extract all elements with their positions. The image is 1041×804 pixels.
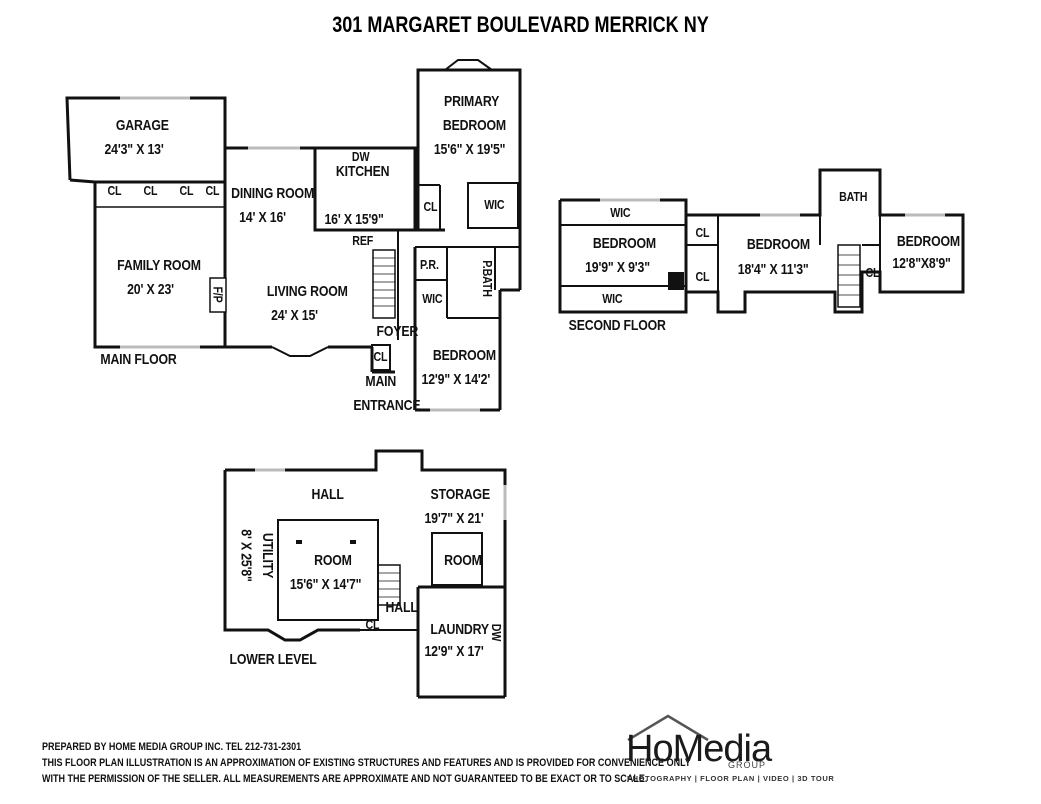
second-bedroom1-label: BEDROOM xyxy=(592,235,657,252)
second-bedroom2-dims: 18'4" X 11'3" xyxy=(737,261,809,278)
primary-bedroom-dims: 15'6" X 19'5" xyxy=(433,141,506,158)
second-bedroom3-dims: 12'8"X8'9" xyxy=(892,255,951,272)
closet-label: CL xyxy=(143,183,158,198)
second-floor-label: SECOND FLOOR xyxy=(568,317,666,334)
bedroom-dims: 12'9" X 14'2' xyxy=(421,371,491,388)
kitchen-dims: 16' X 15'9" xyxy=(324,211,384,228)
logo-wordmark: HoMedia xyxy=(626,728,772,770)
second-wic-top-label: WIC xyxy=(610,205,631,220)
primary-bedroom-label: PRIMARY xyxy=(444,93,500,110)
primary-bedroom-label-2: BEDROOM xyxy=(442,117,507,134)
second-closet-c-label: CL xyxy=(865,265,880,280)
primary-bedroom-walls xyxy=(416,68,522,290)
second-wic-bottom-label: WIC xyxy=(602,291,623,306)
logo-tagline: PHOTOGRAPHY | FLOOR PLAN | VIDEO | 3D TO… xyxy=(627,774,835,783)
powder-room-label: P.R. xyxy=(420,257,439,272)
storage-dims: 19'7" X 21' xyxy=(424,510,484,527)
lower-room-label: ROOM xyxy=(314,552,352,569)
lower-dw-label: DW xyxy=(489,623,505,642)
second-closet-b-label: CL xyxy=(695,269,710,284)
lower-hall-label: HALL xyxy=(311,486,344,503)
foyer-label: FOYER xyxy=(376,323,419,340)
garage-walls xyxy=(65,96,227,181)
footer-disclaimer-2: WITH THE PERMISSION OF THE SELLER. ALL M… xyxy=(42,773,648,785)
kitchen-label: KITCHEN xyxy=(335,163,390,180)
dining-room-dims: 14' X 16' xyxy=(239,209,286,226)
garage-label: GARAGE xyxy=(115,117,169,134)
utility-dims: 8' X 25'8" xyxy=(237,529,255,582)
primary-wic-label: WIC xyxy=(484,197,505,212)
second-bedroom2-label: BEDROOM xyxy=(746,236,811,253)
bedroom-wic-label: WIC xyxy=(422,291,443,306)
primary-bath-label: P.BATH xyxy=(479,260,495,297)
lower-level-label: LOWER LEVEL xyxy=(229,651,317,668)
living-room-label: LIVING ROOM xyxy=(266,283,348,300)
fireplace-box xyxy=(209,277,227,313)
storage-label: STORAGE xyxy=(430,486,491,503)
utility-label: UTILITY xyxy=(259,532,277,579)
bedroom-label: BEDROOM xyxy=(432,347,497,364)
laundry-label: LAUNDRY xyxy=(430,621,489,638)
lower-room-dims: 15'6" X 14'7" xyxy=(289,576,362,593)
main-entrance-label-2: ENTRANCE xyxy=(353,397,421,414)
family-room-dims: 20' X 23' xyxy=(127,281,174,298)
second-bedroom1-dims: 19'9" X 9'3" xyxy=(585,259,650,276)
living-room-dims: 24' X 15' xyxy=(271,307,318,324)
lower-level-walls xyxy=(225,449,507,589)
lower-hall2-label: HALL xyxy=(385,599,418,616)
family-room-label: FAMILY ROOM xyxy=(117,257,201,274)
second-bedroom3-label: BEDROOM xyxy=(896,233,961,250)
laundry-dims: 12'9" X 17' xyxy=(424,643,484,660)
footer-prepared-by: PREPARED BY HOME MEDIA GROUP INC. TEL 21… xyxy=(42,741,302,753)
closet-label: CL xyxy=(205,183,220,198)
primary-closet-label: CL xyxy=(423,199,438,214)
main-entrance-label: MAIN xyxy=(365,373,397,390)
logo-group-text: GROUP xyxy=(728,760,767,770)
refrigerator-label: REF xyxy=(352,233,374,248)
second-bath-label: BATH xyxy=(839,189,868,204)
footer-disclaimer-1: THIS FLOOR PLAN ILLUSTRATION IS AN APPRO… xyxy=(42,757,691,769)
second-closet-a-label: CL xyxy=(695,225,710,240)
closet-label: CL xyxy=(107,183,122,198)
fireplace-label: F/P xyxy=(210,286,226,303)
bay-window xyxy=(271,346,329,357)
lower-closet-label: CL xyxy=(365,617,380,632)
dining-room-label: DINING ROOM xyxy=(231,185,315,202)
garage-dims: 24'3" X 13' xyxy=(104,141,164,158)
page-title: 301 MARGARET BOULEVARD MERRICK NY xyxy=(332,12,709,37)
main-floor-label: MAIN FLOOR xyxy=(100,351,177,368)
kitchen-walls xyxy=(315,146,417,230)
foyer-closet-label: CL xyxy=(373,349,388,364)
lower-small-room-label: ROOM xyxy=(444,552,482,569)
closet-label: CL xyxy=(179,183,194,198)
dishwasher-label: DW xyxy=(351,149,370,164)
